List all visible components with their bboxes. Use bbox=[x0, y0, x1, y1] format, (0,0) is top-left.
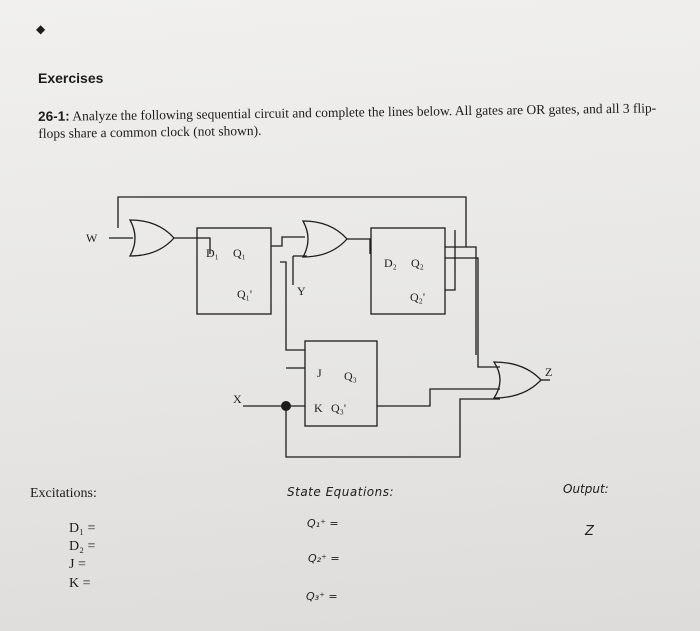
excitation-d1: D₁ = bbox=[69, 521, 96, 536]
ff2-d-label: D₂ bbox=[384, 256, 397, 270]
ff2-qn-label: Q₂' bbox=[410, 290, 425, 304]
flipflop-1 bbox=[196, 227, 272, 315]
input-w-label: W bbox=[86, 231, 98, 245]
output-z-label: Z bbox=[545, 365, 552, 379]
wire-gate1-to-d1 bbox=[174, 237, 211, 254]
or-gate-1 bbox=[128, 219, 175, 257]
or-gate-3 bbox=[492, 361, 542, 399]
wire-q3-to-gate3 bbox=[377, 388, 500, 407]
bullet-mark: ◆ bbox=[36, 22, 46, 36]
state-eq-q3: Q₃⁺ = bbox=[306, 590, 338, 603]
wire-q1-to-gate2 bbox=[271, 236, 305, 247]
ff3-q-label: Q₃ bbox=[344, 369, 357, 383]
input-y-label: Y bbox=[297, 284, 306, 298]
wire-q1-feedback bbox=[280, 261, 305, 351]
ff1-qn-label: Q₁' bbox=[237, 287, 252, 301]
state-equations-title: State Equations: bbox=[287, 485, 395, 499]
flipflop-2 bbox=[370, 227, 446, 315]
ff1-q-label: Q₁ bbox=[233, 246, 246, 260]
flipflop-3 bbox=[304, 340, 378, 427]
excitation-d2: D₂ = bbox=[69, 539, 96, 554]
wire-y-input bbox=[292, 255, 307, 285]
state-eq-q1: Q₁⁺ = bbox=[307, 517, 339, 530]
junction-dot bbox=[281, 401, 291, 411]
or-gate-2 bbox=[301, 220, 348, 258]
output-value: Z bbox=[585, 524, 594, 539]
ff1-d-label: D₁ bbox=[206, 246, 219, 260]
wire-gate2-to-d2 bbox=[347, 238, 371, 254]
excitations-title: Excitations: bbox=[30, 486, 97, 501]
wire-q2-to-gate3 bbox=[445, 257, 500, 368]
wire-x-down bbox=[285, 398, 500, 458]
state-eq-q2: Q₂⁺ = bbox=[308, 552, 340, 565]
excitation-k: K = bbox=[69, 576, 91, 591]
exercises-heading: Exercises bbox=[38, 70, 104, 86]
ff3-qn-label: Q₃' bbox=[331, 401, 346, 415]
ff3-k-label: K bbox=[314, 401, 323, 415]
ff3-j-label: J bbox=[317, 366, 322, 380]
input-x-label: X bbox=[233, 392, 242, 406]
wire-top-feedback bbox=[117, 196, 467, 248]
ff2-q-label: Q₂ bbox=[411, 256, 424, 270]
excitation-j: J = bbox=[69, 557, 86, 572]
wire-q2n-out bbox=[445, 230, 456, 291]
output-title: Output: bbox=[563, 482, 609, 496]
wire-right-loop bbox=[466, 246, 477, 355]
